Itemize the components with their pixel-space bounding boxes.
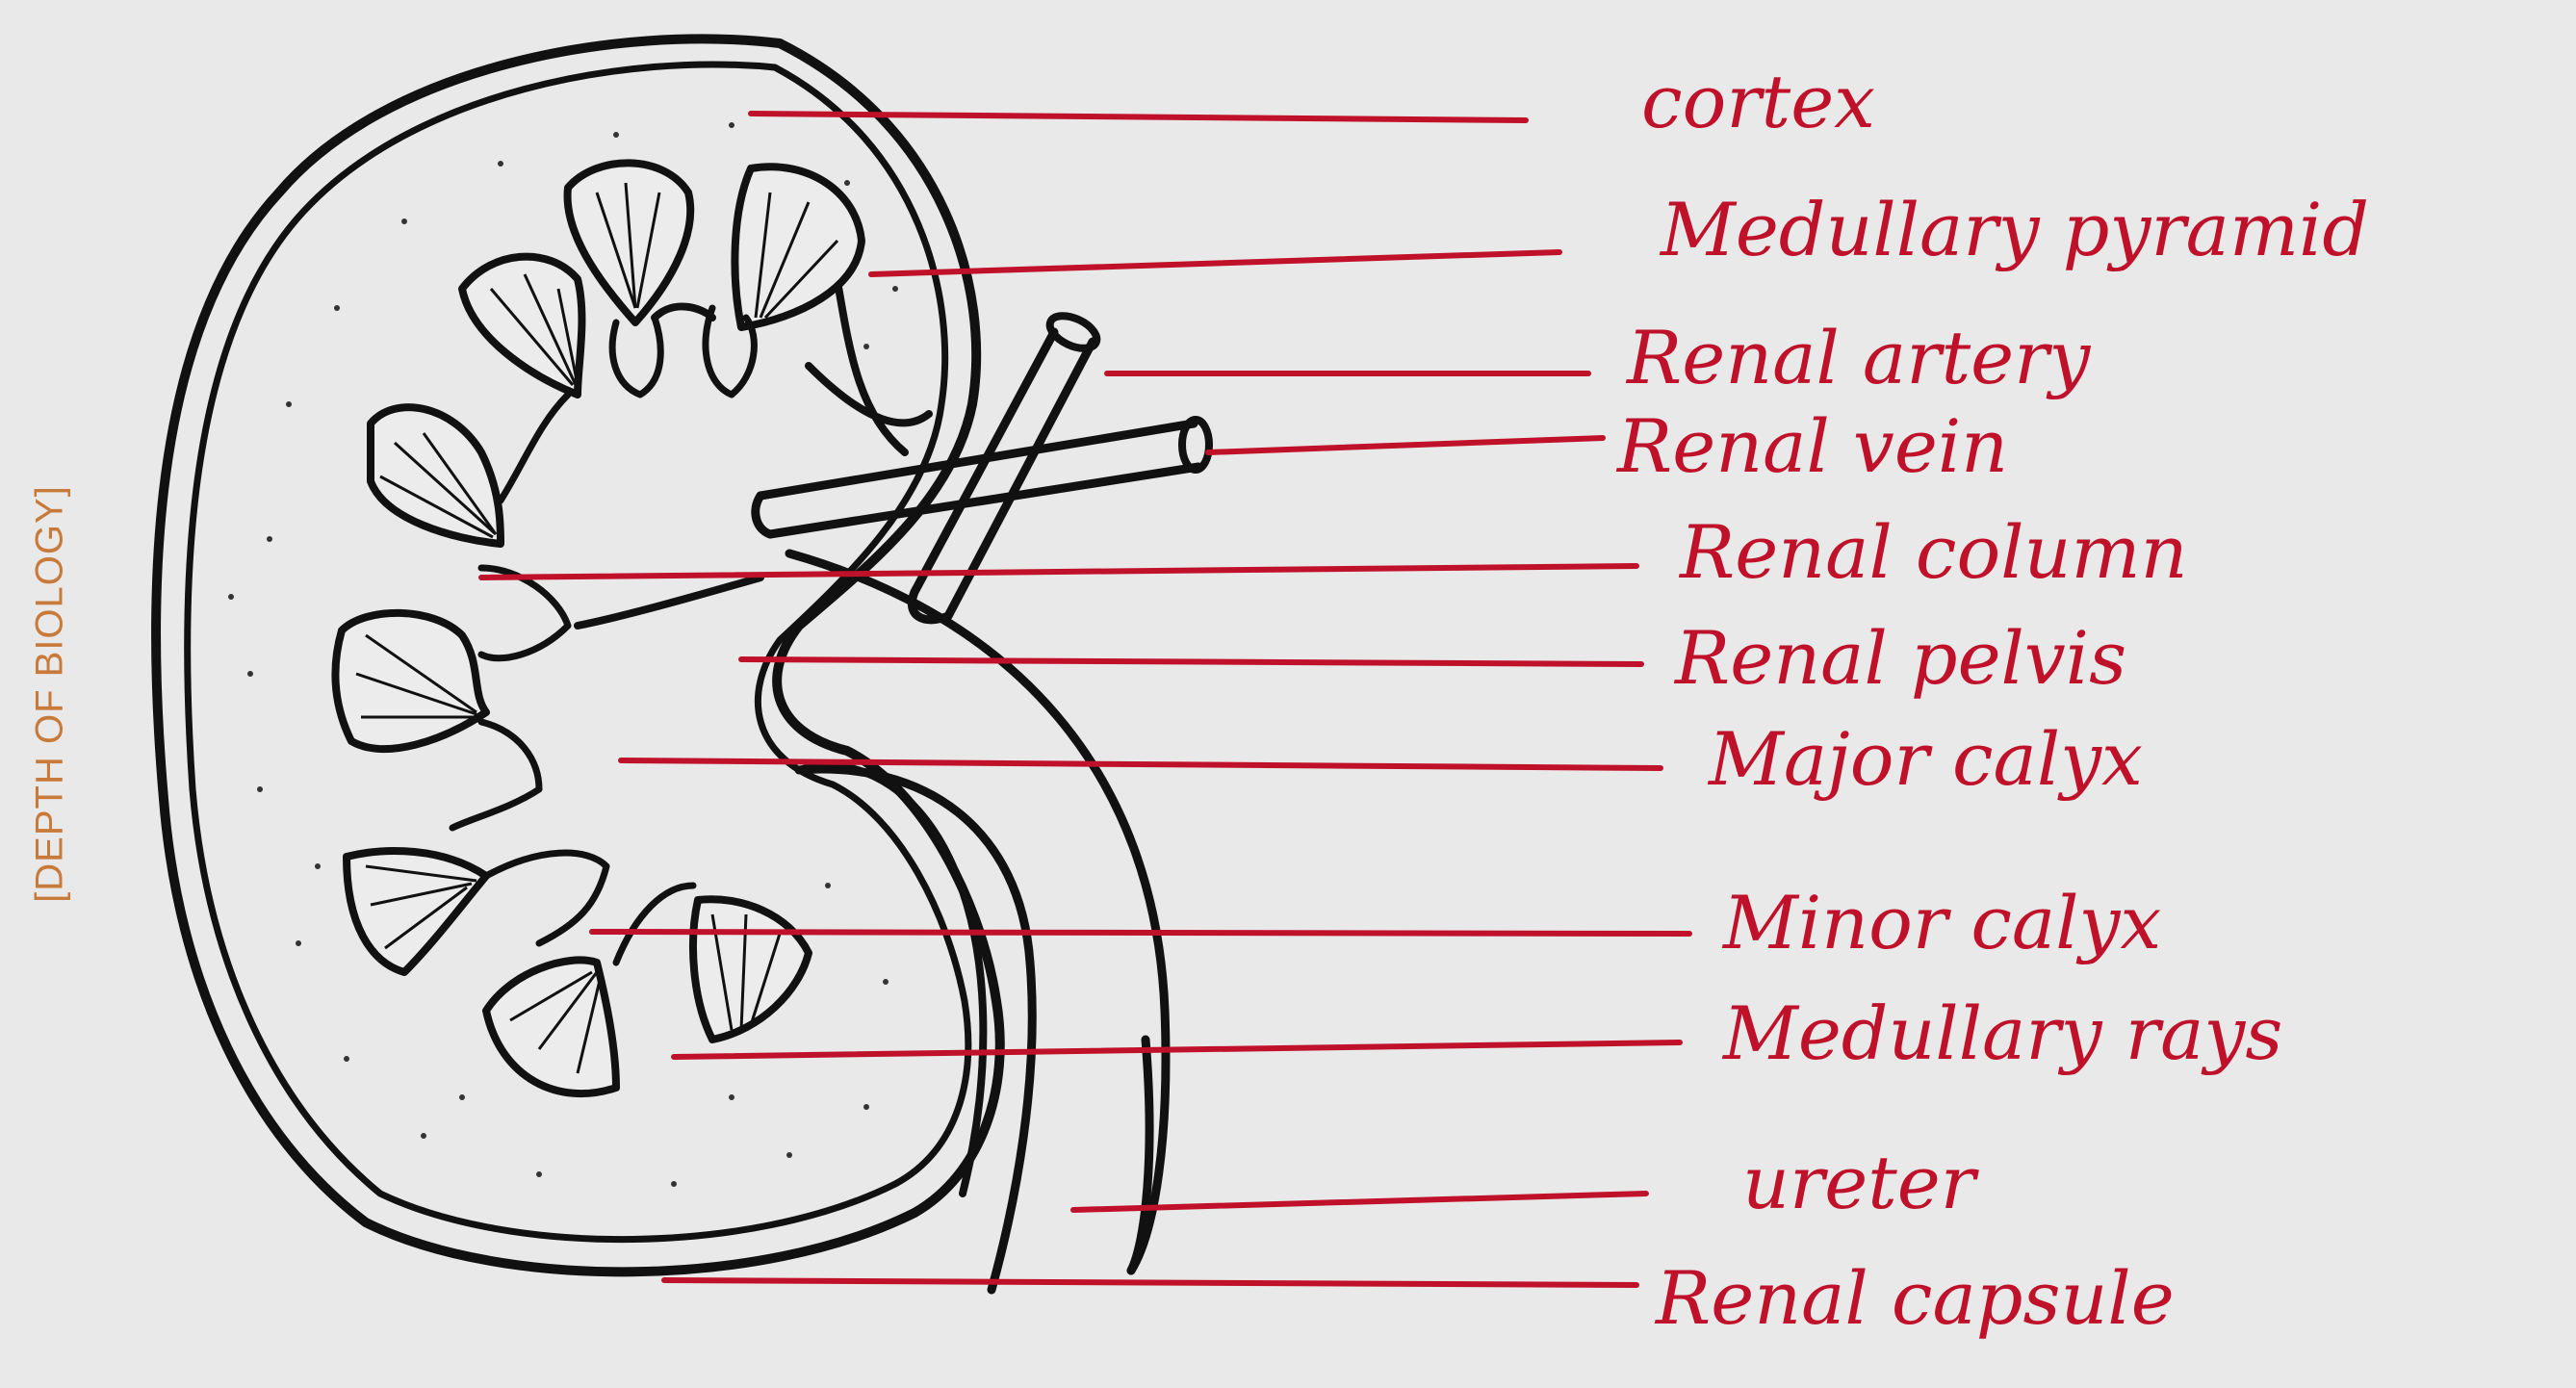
label-renal-pelvis: Renal pelvis	[1673, 615, 2126, 701]
leader-medullary-rays	[674, 1042, 1680, 1057]
label-renal-column: Renal column	[1678, 509, 2188, 595]
label-medullary-rays: Medullary rays	[1721, 990, 2282, 1076]
leader-medullary-pyramid	[871, 252, 1559, 274]
renal-vein	[756, 420, 1209, 534]
label-renal-capsule: Renal capsule	[1654, 1255, 2175, 1341]
label-major-calyx: Major calyx	[1707, 716, 2143, 802]
label-renal-vein: Renal vein	[1615, 403, 2008, 489]
leader-renal-pelvis	[741, 659, 1641, 664]
leader-cortex	[751, 114, 1526, 120]
leader-major-calyx	[621, 760, 1661, 768]
pyramid	[462, 257, 581, 395]
kidney-hilum	[799, 231, 983, 1194]
label-renal-artery: Renal artery	[1625, 315, 2091, 400]
pyramid	[347, 851, 486, 972]
label-cortex: cortex	[1641, 59, 1875, 144]
leader-minor-calyx	[592, 932, 1689, 934]
minor-calyces	[452, 308, 754, 963]
pyramid	[371, 407, 501, 544]
labels: cortex Medullary pyramid Renal artery Re…	[1615, 59, 2369, 1341]
pyramid	[693, 899, 809, 1040]
label-minor-calyx: Minor calyx	[1721, 880, 2161, 965]
leader-renal-column	[481, 566, 1636, 578]
label-ureter: ureter	[1742, 1140, 1980, 1225]
leader-renal-capsule	[664, 1280, 1636, 1285]
label-medullary-pyramid: Medullary pyramid	[1659, 187, 2369, 272]
pyramid	[568, 163, 691, 322]
pyramid	[486, 960, 616, 1093]
medullary-pyramids	[335, 163, 862, 1093]
pyramid	[335, 613, 486, 749]
leader-renal-vein	[1208, 438, 1603, 452]
